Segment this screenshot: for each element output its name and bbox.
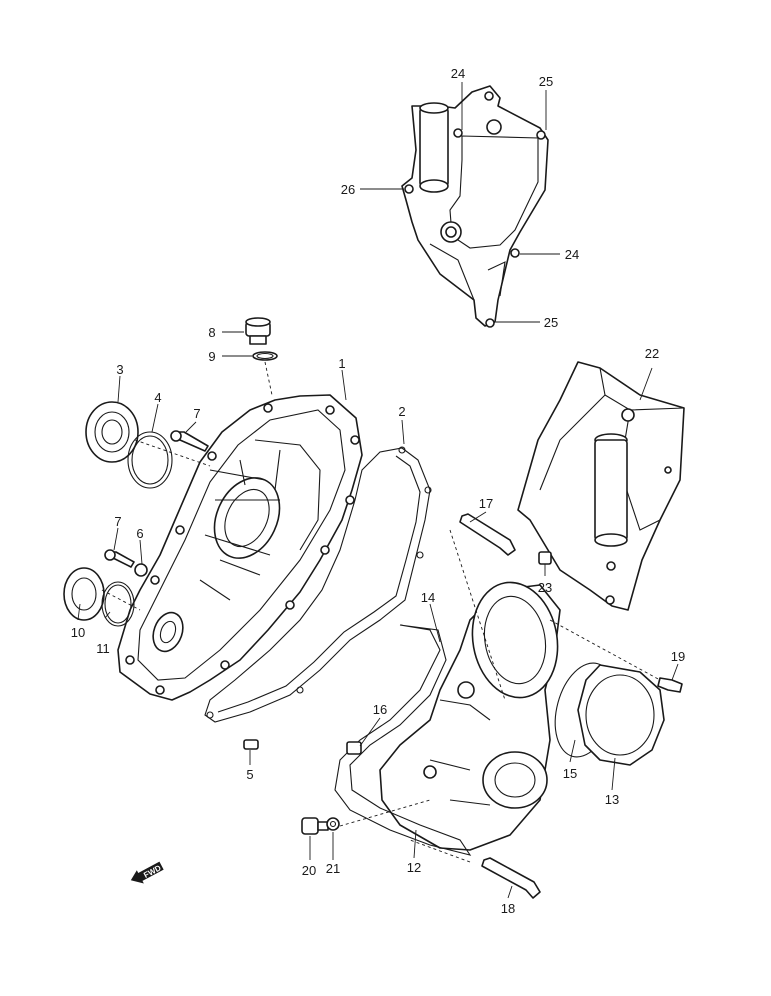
cover-plate: [554, 662, 665, 766]
callout-24-right: 24: [565, 247, 579, 262]
generator-cover: [379, 581, 561, 851]
top-bracket: [401, 85, 549, 328]
callout-11: 11: [96, 641, 110, 656]
callout-7-upper: 7: [193, 406, 200, 421]
callout-3: 3: [116, 362, 123, 377]
filler-plug: [245, 317, 278, 361]
callout-20: 20: [302, 863, 316, 878]
callout-23: 23: [538, 580, 552, 595]
callout-12: 12: [407, 860, 421, 875]
callout-4: 4: [154, 390, 161, 405]
assembly-lines: [101, 361, 661, 863]
bolts: [104, 430, 683, 899]
callout-2: 2: [398, 404, 405, 419]
callout-14: 14: [421, 590, 435, 605]
lower-gasket: [334, 624, 472, 856]
callout-10: 10: [71, 625, 85, 640]
callout-labels: 1 2 3 4 5 6 7 7 8 9 10 11 12 13 14 15 16…: [71, 66, 685, 916]
callout-19: 19: [671, 649, 685, 664]
callout-25-top: 25: [539, 74, 553, 89]
callout-21: 21: [326, 861, 340, 876]
callout-15: 15: [563, 766, 577, 781]
callout-7-lower: 7: [114, 514, 121, 529]
callout-24-top: 24: [451, 66, 465, 81]
callout-25-bottom: 25: [544, 315, 558, 330]
callout-16: 16: [373, 702, 387, 717]
leader-lines: [77, 82, 679, 899]
callout-18: 18: [501, 901, 515, 916]
forward-direction-icon: FWD: [130, 861, 164, 884]
callout-26: 26: [341, 182, 355, 197]
oil-seals: [63, 401, 173, 627]
callout-9: 9: [208, 349, 215, 364]
callout-17: 17: [479, 496, 493, 511]
callout-8: 8: [208, 325, 215, 340]
clutch-cover: [117, 394, 363, 701]
gasket: [204, 446, 432, 723]
callout-1: 1: [338, 356, 345, 371]
callout-6: 6: [136, 526, 143, 541]
callout-5: 5: [246, 767, 253, 782]
upper-cover: [517, 361, 685, 611]
callout-22: 22: [645, 346, 659, 361]
callout-13: 13: [605, 792, 619, 807]
